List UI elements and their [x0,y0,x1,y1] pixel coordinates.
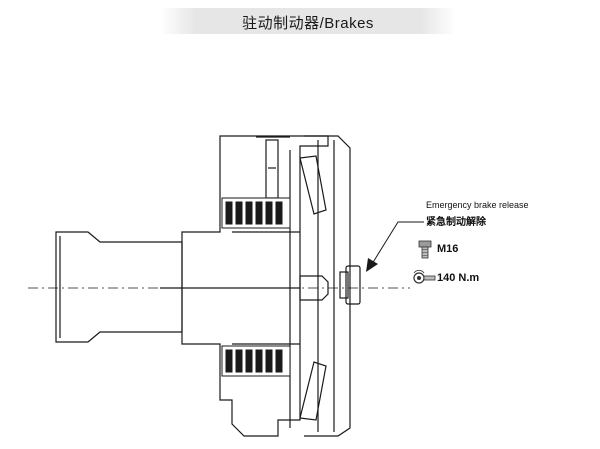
bolt-size-label: M16 [437,243,459,255]
release-rod [299,275,329,301]
input-shaft [55,231,183,343]
brake-cover [304,135,351,437]
torque-wrench-icon [413,270,436,284]
lower-disc-pack [221,345,291,377]
title-band: 驻动制动器/Brakes [160,8,456,34]
page-title: 驻动制动器/Brakes [242,15,374,32]
brake-hub [181,135,329,437]
leader-arrow [366,258,378,272]
release-nut [345,265,361,305]
torque-label: 140 N.m [437,272,480,284]
bolt-icon [418,240,432,259]
upper-disc-pack [221,197,291,229]
release-label-zh: 紧急制动解除 [426,217,486,228]
release-label-en: Emergency brake release [426,200,529,210]
top-bolt [265,139,279,199]
leader-line [371,221,424,265]
upper-pressure-plate [299,155,327,215]
lower-pressure-plate [299,361,327,421]
